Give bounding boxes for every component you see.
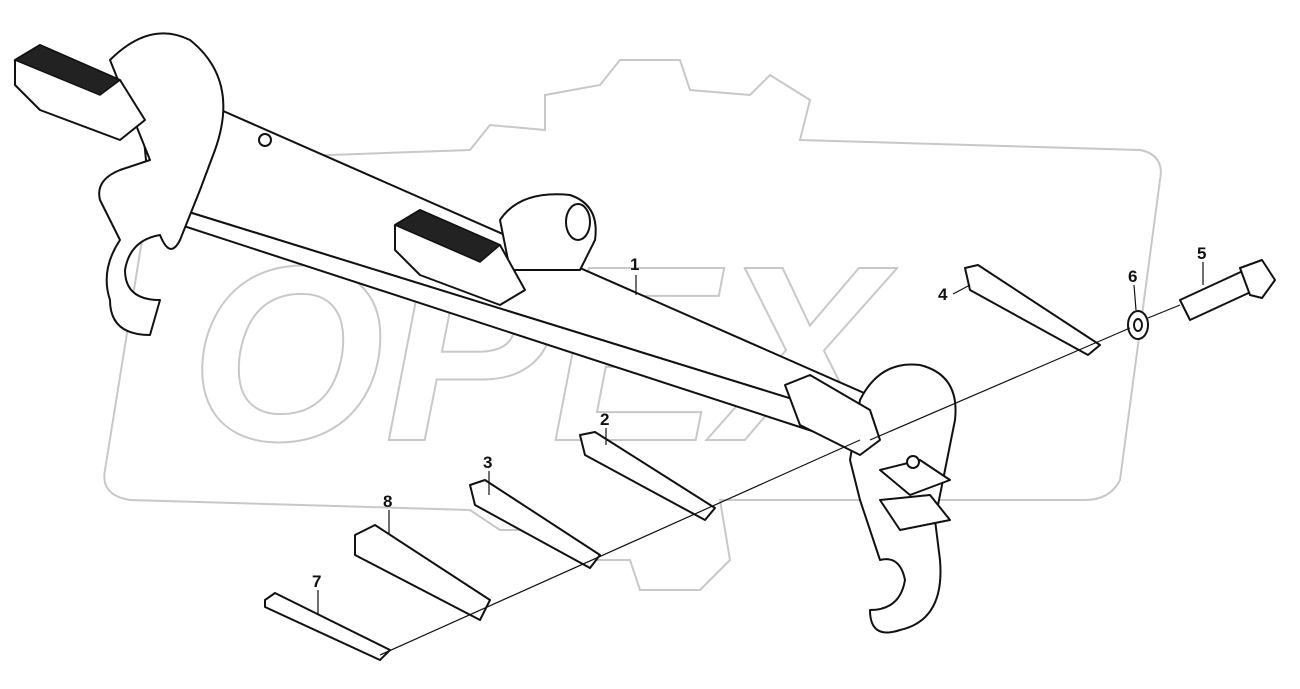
part-6-washer (1127, 310, 1149, 340)
part-5-bolt (1179, 259, 1276, 321)
assembly-lines (379, 304, 1181, 656)
part-2-plate (579, 431, 716, 521)
callout-6: 6 (1128, 267, 1137, 286)
callout-7: 7 (312, 572, 321, 591)
part-7-bar (264, 592, 391, 661)
part-3-plate (469, 479, 601, 569)
part-1-beam (13, 32, 957, 634)
callout-1: 1 (630, 255, 639, 274)
callout-2: 2 (600, 410, 609, 429)
part-4-plate (964, 264, 1101, 356)
callout-3: 3 (483, 453, 492, 472)
callout-4: 4 (938, 285, 948, 304)
part-8-block (354, 524, 491, 621)
callout-8: 8 (383, 492, 392, 511)
callout-5: 5 (1197, 244, 1206, 263)
leader-lines (317, 262, 1204, 615)
